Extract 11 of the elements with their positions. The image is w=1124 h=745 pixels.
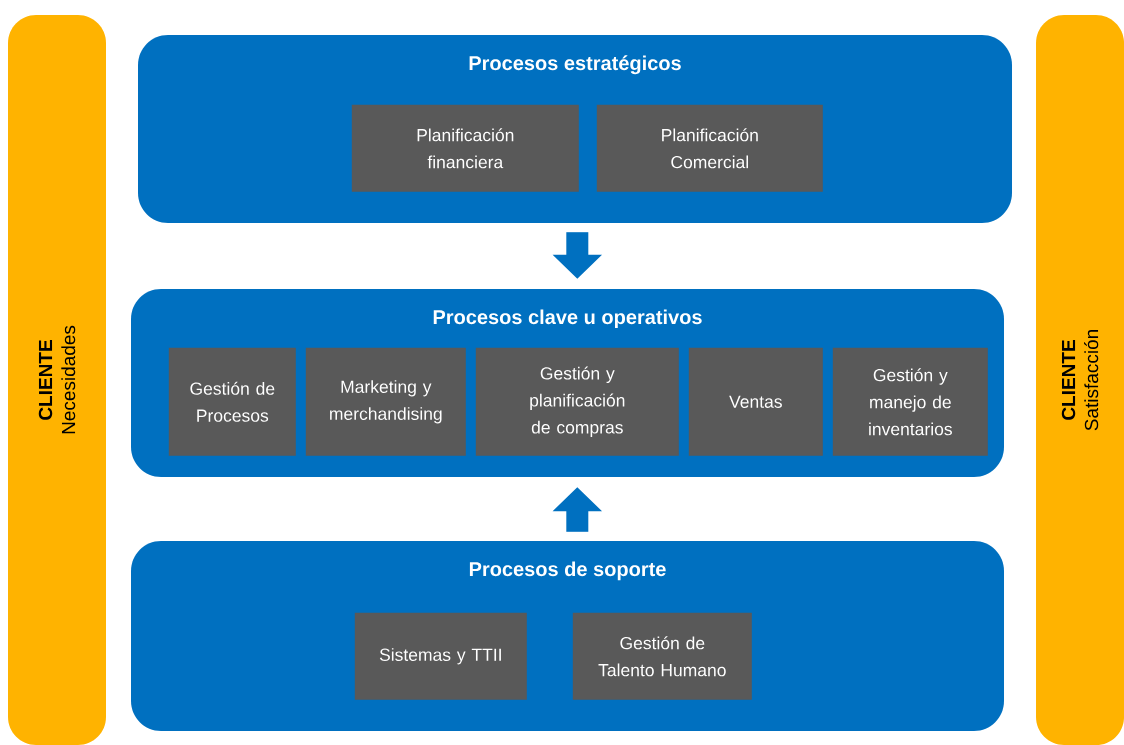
- process-box: Gestión y planificación de compras: [475, 347, 679, 456]
- process-box: Gestión de Talento Humano: [572, 612, 752, 700]
- process-box: Planificación financiera: [351, 104, 579, 192]
- process-box: Ventas: [688, 347, 823, 456]
- process-box: Marketing y merchandising: [305, 347, 466, 456]
- client-bar: CLIENTE Necesidades: [8, 15, 106, 745]
- process-box: Gestión y manejo de inventarios: [832, 347, 988, 456]
- process-box: Gestión de Procesos: [168, 347, 296, 456]
- client-bar: CLIENTE Satisfacción: [1036, 15, 1124, 745]
- process-box: Sistemas y TTII: [354, 612, 527, 700]
- process-box: Planificación Comercial: [596, 104, 823, 192]
